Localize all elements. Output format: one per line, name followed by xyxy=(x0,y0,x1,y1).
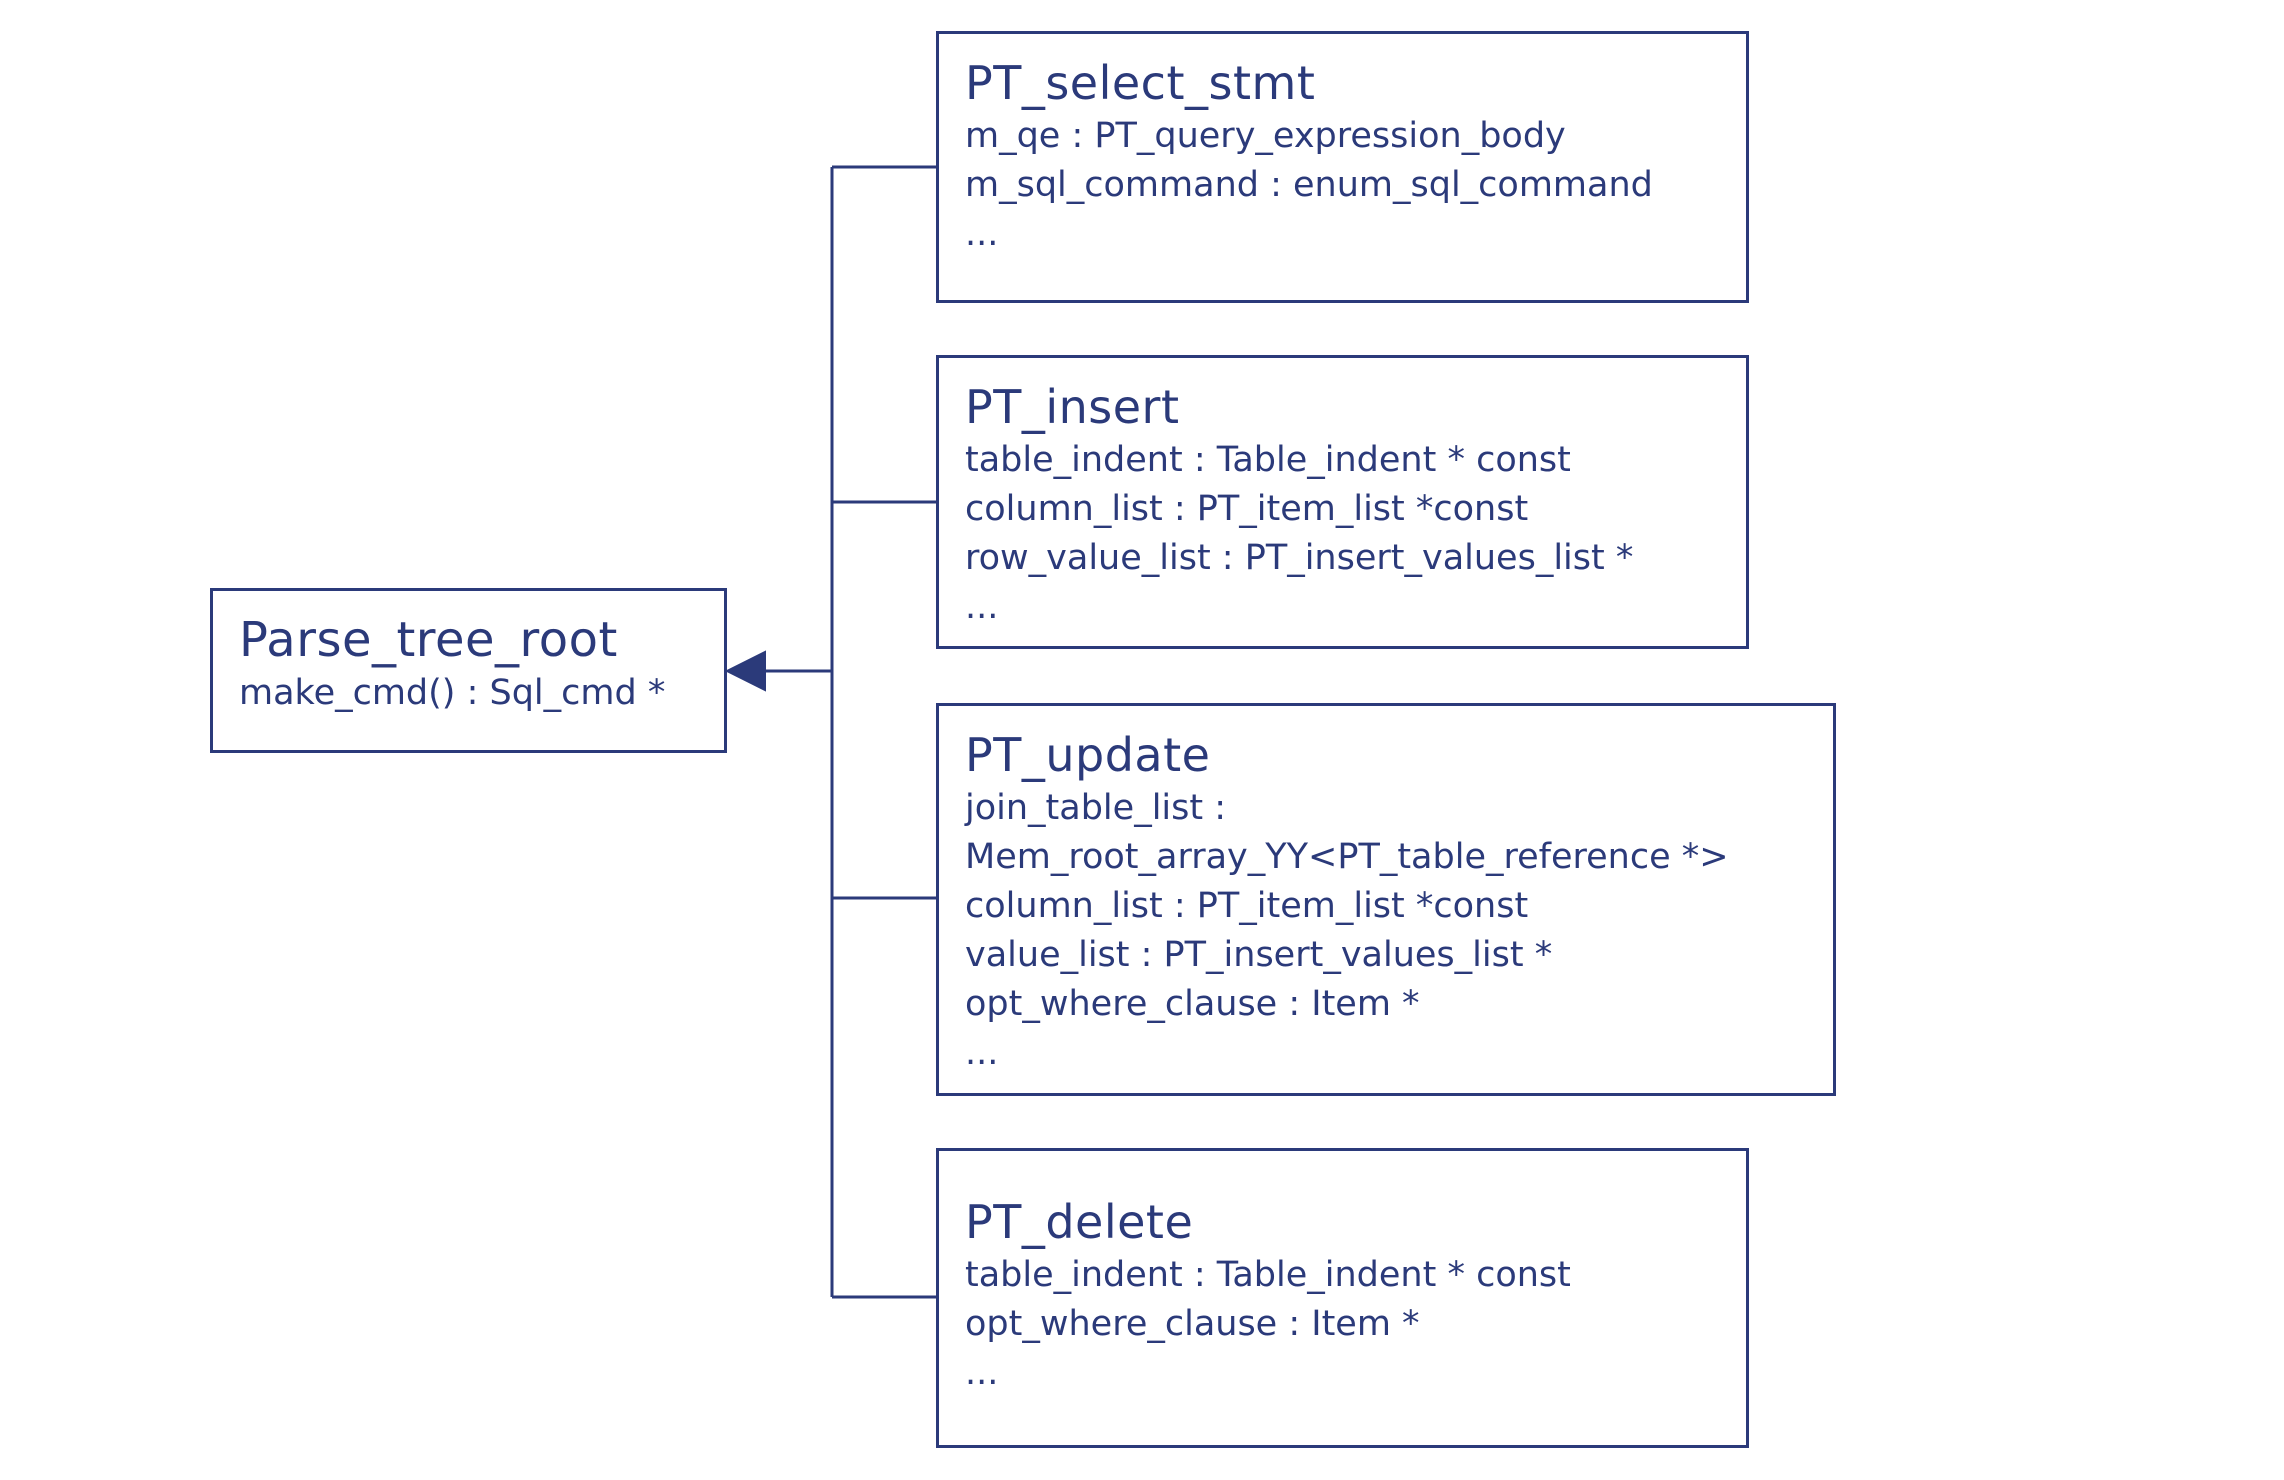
class-name: PT_select_stmt xyxy=(965,56,1316,110)
class-box-pt-insert: PT_insert table_indent : Table_indent * … xyxy=(936,355,1749,649)
class-box-pt-update: PT_update join_table_list : Mem_root_arr… xyxy=(936,703,1836,1096)
class-attribute: m_sql_command : enum_sql_command xyxy=(965,165,1653,205)
class-attribute: table_indent : Table_indent * const xyxy=(965,1255,1571,1295)
class-attribute: Mem_root_array_YY<PT_table_reference *> xyxy=(965,837,1729,877)
class-name: PT_delete xyxy=(965,1195,1194,1249)
inheritance-arrowhead xyxy=(724,650,766,692)
class-attribute: column_list : PT_item_list *const xyxy=(965,489,1529,529)
class-attribute: row_value_list : PT_insert_values_list * xyxy=(965,538,1634,578)
class-attribute: join_table_list : xyxy=(965,788,1227,828)
class-attribute: table_indent : Table_indent * const xyxy=(965,440,1571,480)
class-attribute-ellipsis: ... xyxy=(965,214,999,254)
class-attribute: opt_where_clause : Item * xyxy=(965,1304,1420,1344)
class-attribute: m_qe : PT_query_expression_body xyxy=(965,116,1566,156)
class-name: Parse_tree_root xyxy=(239,612,618,668)
class-box-pt-delete: PT_delete table_indent : Table_indent * … xyxy=(936,1148,1749,1448)
class-attribute: column_list : PT_item_list *const xyxy=(965,886,1529,926)
class-attribute: make_cmd() : Sql_cmd * xyxy=(239,673,666,713)
class-attribute-ellipsis: ... xyxy=(965,1353,999,1393)
class-box-parse-tree-root: Parse_tree_root make_cmd() : Sql_cmd * xyxy=(210,588,727,753)
class-attribute-ellipsis: ... xyxy=(965,1033,999,1073)
class-name: PT_insert xyxy=(965,380,1180,434)
class-box-pt-select-stmt: PT_select_stmt m_qe : PT_query_expressio… xyxy=(936,31,1749,303)
class-attribute: value_list : PT_insert_values_list * xyxy=(965,935,1553,975)
class-name: PT_update xyxy=(965,728,1211,782)
class-attribute: opt_where_clause : Item * xyxy=(965,984,1420,1024)
class-attribute-ellipsis: ... xyxy=(965,587,999,627)
